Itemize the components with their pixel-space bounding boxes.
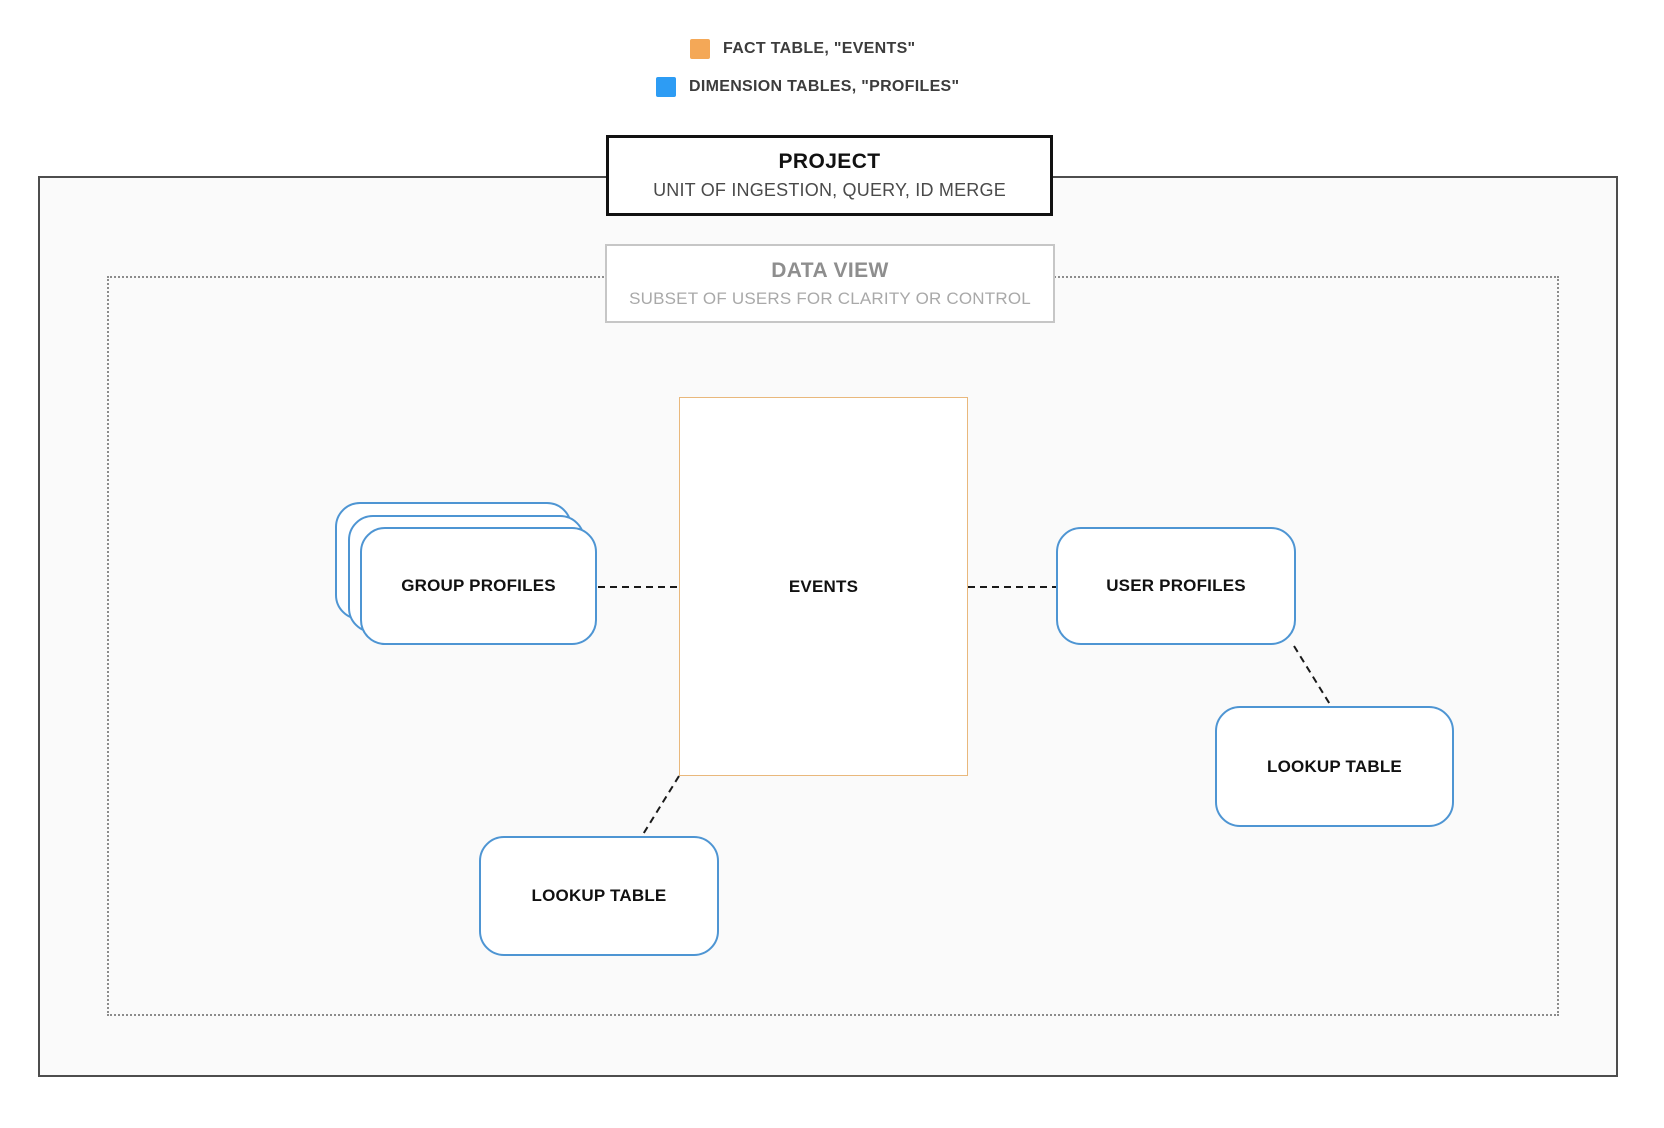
project-subtitle: UNIT OF INGESTION, QUERY, ID MERGE xyxy=(653,180,1006,200)
node-group-profiles-label: GROUP PROFILES xyxy=(401,576,556,595)
fact-table-swatch-icon xyxy=(690,38,710,59)
data-view-subtitle: SUBSET OF USERS FOR CLARITY OR CONTROL xyxy=(629,288,1031,308)
node-lookup-table-right-label: LOOKUP TABLE xyxy=(1267,756,1402,776)
legend-label-fact-table: FACT TABLE, "EVENTS" xyxy=(723,39,916,57)
data-view-header: DATA VIEW SUBSET OF USERS FOR CLARITY OR… xyxy=(605,244,1055,323)
node-lookup-table-right: LOOKUP TABLE xyxy=(1215,706,1454,827)
project-header: PROJECT UNIT OF INGESTION, QUERY, ID MER… xyxy=(606,135,1053,216)
data-view-title: DATA VIEW xyxy=(771,258,889,282)
node-events: EVENTS xyxy=(679,397,968,776)
node-events-label: EVENTS xyxy=(788,576,859,596)
legend-item-fact-table: FACT TABLE, "EVENTS" xyxy=(690,38,915,59)
node-group-profiles: GROUP PROFILES xyxy=(335,502,598,646)
group-profiles-card-front: GROUP PROFILES xyxy=(360,527,597,645)
node-lookup-table-bottom: LOOKUP TABLE xyxy=(479,836,719,956)
legend-item-dimension-tables: DIMENSION TABLES, "PROFILES" xyxy=(656,76,959,97)
project-title: PROJECT xyxy=(778,150,881,173)
node-user-profiles-label: USER PROFILES xyxy=(1106,576,1246,595)
dimension-tables-swatch-icon xyxy=(656,76,676,97)
node-lookup-table-bottom-label: LOOKUP TABLE xyxy=(531,886,667,905)
node-user-profiles: USER PROFILES xyxy=(1056,527,1296,645)
legend-label-dimension-tables: DIMENSION TABLES, "PROFILES" xyxy=(689,77,960,95)
